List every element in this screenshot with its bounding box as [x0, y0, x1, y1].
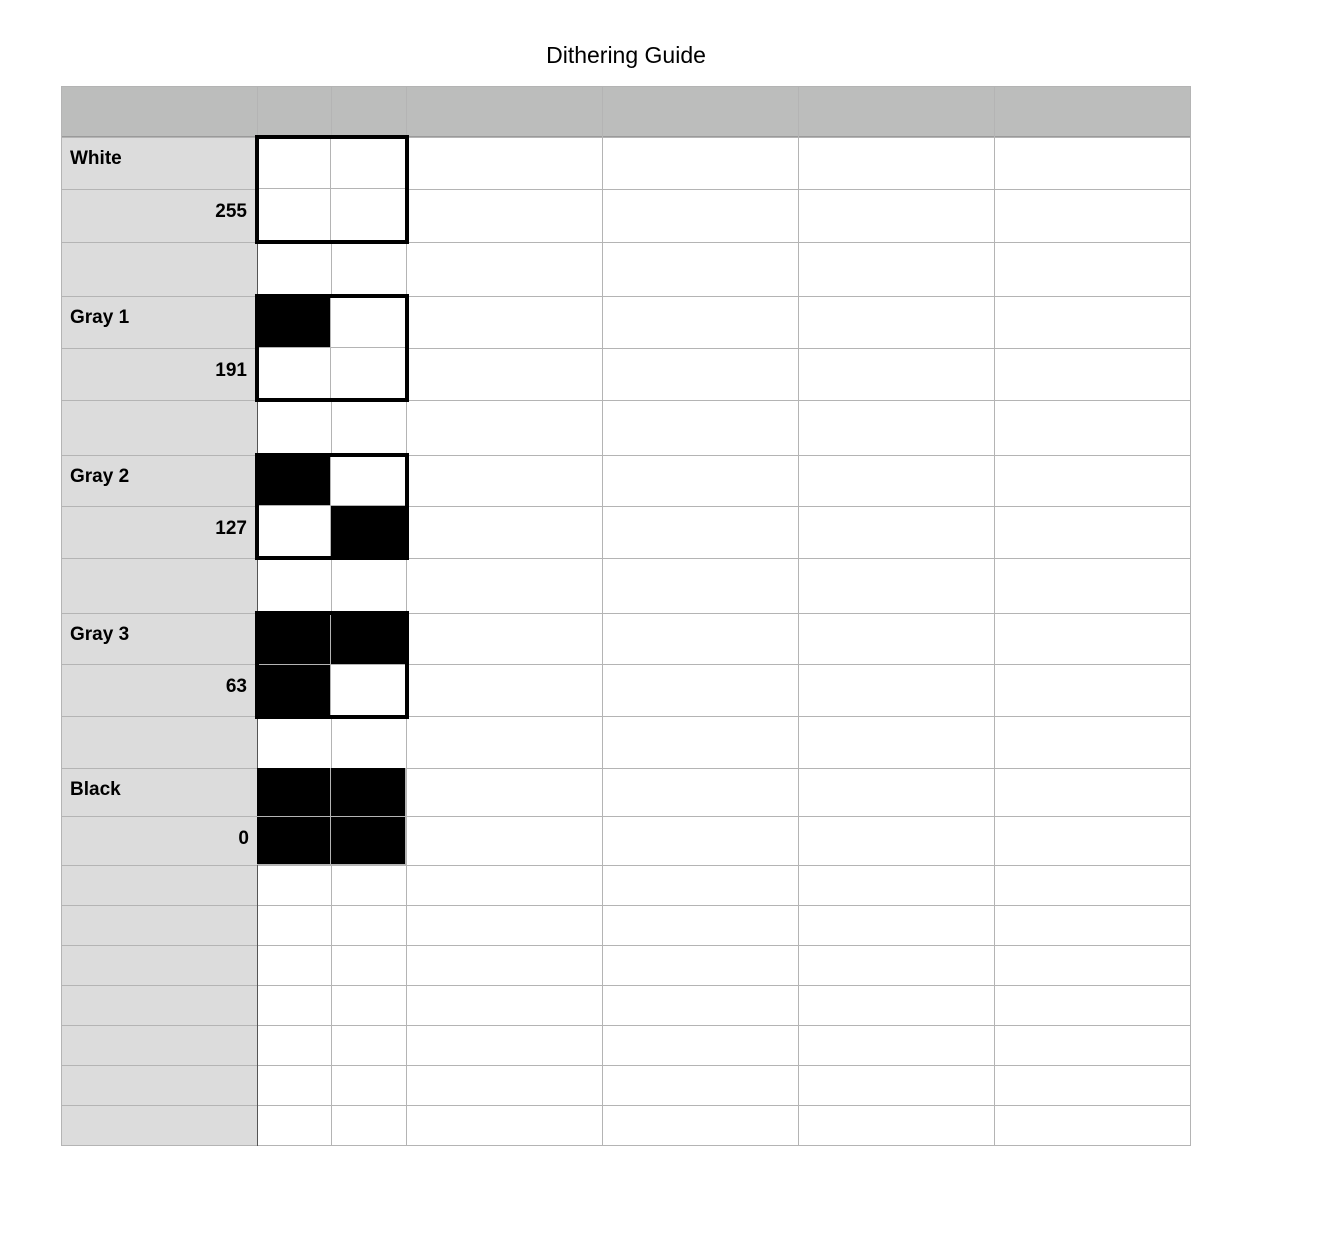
grid-row-line	[61, 348, 1191, 349]
grid-row-line	[61, 296, 1191, 297]
label-column	[61, 137, 257, 1146]
grid-row-line	[61, 137, 1191, 138]
pixel-white	[331, 137, 406, 189]
pixel-white	[257, 137, 331, 189]
row-label-white: White	[70, 148, 122, 169]
grid-row-line	[61, 242, 1191, 243]
dithering-guide-title: Dithering Guide	[546, 42, 706, 68]
grid-row-line	[61, 455, 1191, 456]
grid-row-line	[61, 865, 1191, 866]
swatch-outline	[255, 611, 409, 719]
grid-row-line	[61, 985, 1191, 986]
pixel-white	[331, 665, 406, 717]
pixel-black	[257, 768, 331, 817]
grid-row-line	[61, 1025, 1191, 1026]
swatch-outline	[255, 453, 409, 560]
grid-row-line	[61, 716, 1191, 717]
swatch-outline	[255, 135, 409, 244]
grid-col-line	[1190, 86, 1191, 1146]
row-value-gray-3: 63	[225, 676, 247, 697]
grid-row-line	[61, 400, 1191, 401]
grid-row-line	[61, 1105, 1191, 1106]
pixel-white	[257, 348, 331, 400]
grid-row-line	[61, 1065, 1191, 1066]
pixel-black	[331, 817, 406, 865]
pixel-white	[331, 348, 406, 400]
pixel-black	[257, 817, 331, 865]
pixel-black	[257, 455, 331, 506]
spreadsheet-table: White 255 Gray 1 191 Gray 2 127 Gray 3 6…	[61, 86, 1191, 1146]
grid-col-line	[994, 86, 995, 1146]
pixel-black	[331, 613, 406, 665]
header-row	[61, 86, 1191, 137]
pixel-black	[257, 613, 331, 665]
row-label-gray-1: Gray 1	[70, 307, 130, 328]
grid-col-line	[61, 86, 62, 1146]
grid-row-line	[61, 506, 1191, 507]
grid-row-line	[61, 86, 1191, 87]
row-label-black: Black	[70, 779, 121, 800]
grid-row-line	[61, 905, 1191, 906]
row-value-gray-2: 127	[215, 518, 247, 539]
pixel-white	[331, 189, 406, 242]
row-label-gray-2: Gray 2	[70, 466, 130, 487]
grid-row-line	[61, 945, 1191, 946]
pixel-black	[257, 296, 331, 348]
grid-row-line	[61, 768, 1191, 769]
row-label-gray-3: Gray 3	[70, 624, 130, 645]
row-value-gray-1: 191	[215, 360, 247, 381]
grid-row-line	[61, 613, 1191, 614]
swatch-outline	[255, 294, 409, 402]
pixel-white	[257, 506, 331, 558]
grid-row-line	[61, 664, 1191, 665]
grid-row-line	[61, 1145, 1191, 1146]
pixel-white	[331, 455, 406, 506]
grid-row-line	[61, 816, 1191, 817]
row-value-white: 255	[215, 201, 247, 222]
grid-row-line	[61, 558, 1191, 559]
grid-row-line	[61, 189, 1191, 190]
grid-col-line	[798, 86, 799, 1146]
pixel-black	[331, 768, 406, 817]
grid-col-line	[602, 86, 603, 1146]
row-value-black: 0	[238, 828, 249, 849]
